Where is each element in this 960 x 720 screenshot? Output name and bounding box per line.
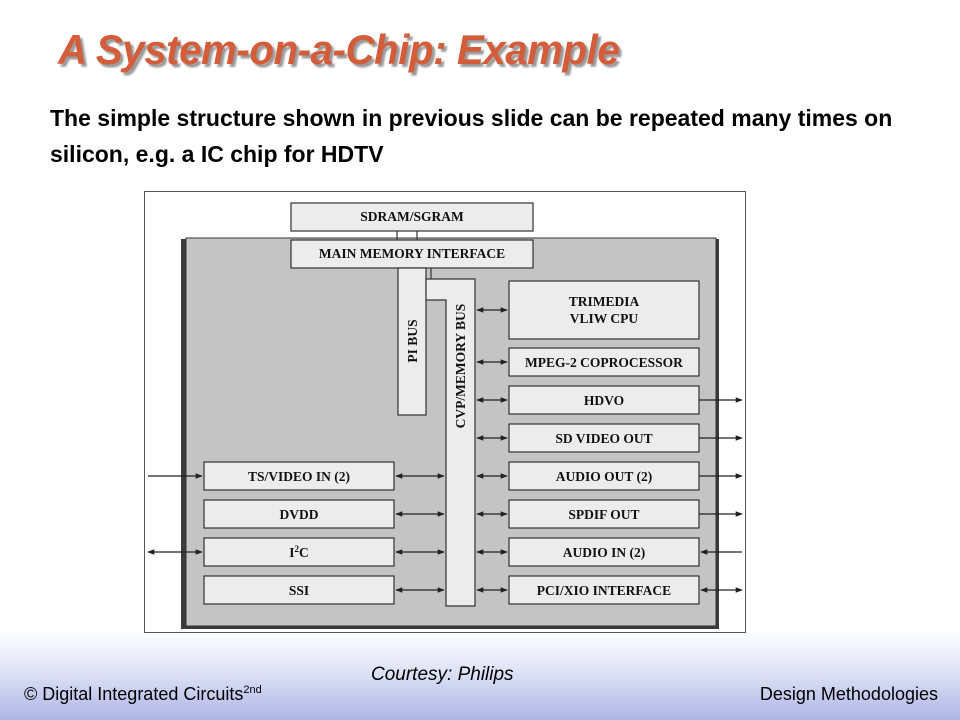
hdvo-label: HDVO bbox=[584, 393, 624, 408]
audio-out-label: AUDIO OUT (2) bbox=[556, 469, 653, 484]
main-memory-interface-label: MAIN MEMORY INTERFACE bbox=[319, 246, 505, 261]
ts-video-in-block bbox=[203, 461, 395, 491]
slide-subtitle: The simple structure shown in previous s… bbox=[50, 105, 893, 167]
i2c-sup: 2 bbox=[295, 544, 300, 554]
dvdd-label: DVDD bbox=[280, 507, 319, 522]
i2c-block bbox=[203, 537, 395, 567]
soc-diagram-svg: SDRAM/SGRAM MAIN MEMORY INTERFACE PI BUS… bbox=[144, 191, 746, 633]
trimedia-label-line2: VLIW CPU bbox=[570, 311, 639, 326]
cvp-memory-bus-label: CVP/MEMORY BUS bbox=[453, 304, 468, 429]
pci-xio-block bbox=[508, 575, 700, 605]
pi-bus-label: PI BUS bbox=[405, 319, 420, 362]
ts-video-in-label: TS/VIDEO IN (2) bbox=[248, 469, 350, 484]
external-arrows bbox=[147, 397, 743, 593]
slide-title: A System-on-a-Chip: Example bbox=[58, 26, 620, 73]
footer-band bbox=[0, 630, 960, 720]
spdif-out-label: SPDIF OUT bbox=[568, 507, 639, 522]
hdvo-block bbox=[508, 385, 700, 415]
mpeg2-label: MPEG-2 COPROCESSOR bbox=[525, 355, 683, 370]
footer-chapter: Design Methodologies bbox=[759, 684, 938, 704]
spdif-out-block bbox=[508, 499, 700, 529]
mpeg2-block bbox=[508, 347, 700, 377]
footer-copyright: © Digital Integrated Circuits2nd bbox=[24, 684, 262, 705]
bus-arrows-left bbox=[395, 473, 445, 593]
pi-bus-block bbox=[397, 267, 427, 416]
i2c-suffix: C bbox=[299, 545, 309, 560]
sd-video-out-label: SD VIDEO OUT bbox=[555, 431, 652, 446]
audio-in-label: AUDIO IN (2) bbox=[563, 545, 646, 560]
audio-in-block bbox=[508, 537, 700, 567]
footer-edition-sup: 2nd bbox=[243, 684, 262, 696]
i2c-label: I2C bbox=[289, 544, 309, 560]
i2c-prefix: I bbox=[289, 545, 294, 560]
sdram-block bbox=[290, 202, 534, 232]
cvp-memory-bus-block bbox=[425, 278, 476, 607]
ssi-block bbox=[203, 575, 395, 605]
trimedia-block bbox=[508, 280, 700, 340]
audio-out-block bbox=[508, 461, 700, 491]
sdram-label: SDRAM/SGRAM bbox=[360, 209, 464, 224]
bus-arrows-right bbox=[476, 307, 508, 593]
footer-copyright-text: © Digital Integrated Circuits bbox=[24, 684, 244, 704]
pci-xio-label: PCI/XIO INTERFACE bbox=[537, 583, 671, 598]
ssi-label: SSI bbox=[289, 583, 309, 598]
soc-diagram: SDRAM/SGRAM MAIN MEMORY INTERFACE PI BUS… bbox=[144, 191, 746, 633]
dvdd-block bbox=[203, 499, 395, 529]
trimedia-label-line1: TRIMEDIA bbox=[569, 294, 640, 309]
courtesy-note: Courtesy: Philips bbox=[371, 664, 514, 685]
main-memory-interface-block bbox=[290, 239, 534, 269]
